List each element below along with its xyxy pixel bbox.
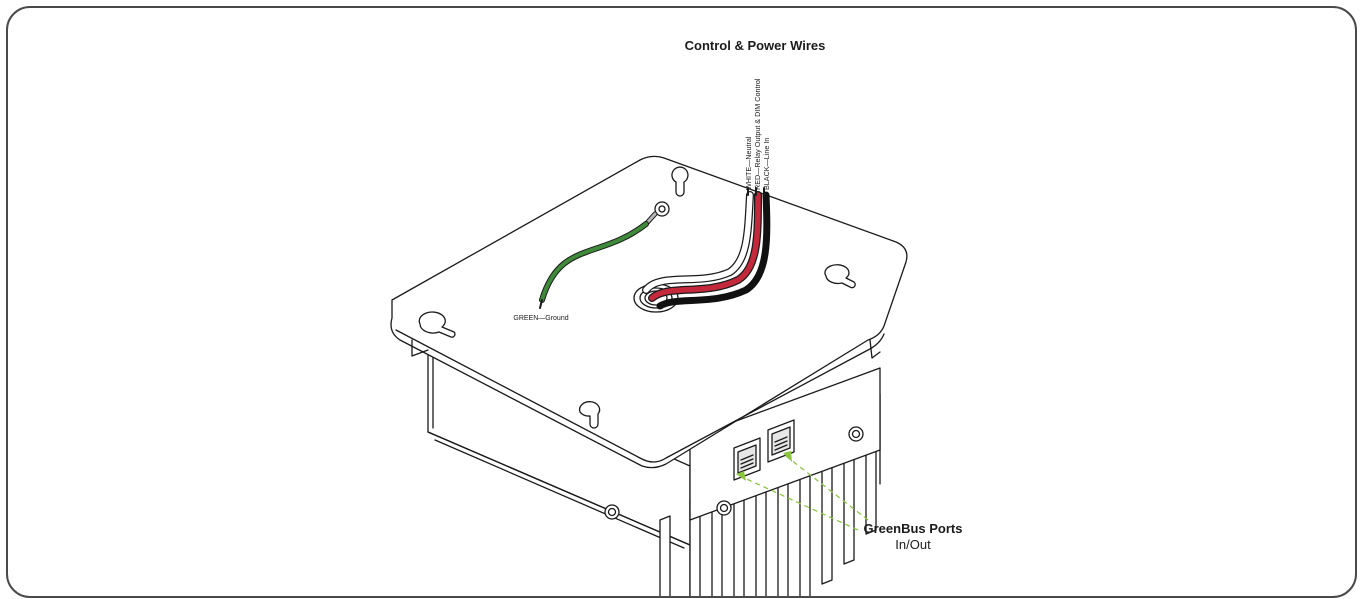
mounting-plate — [390, 155, 908, 469]
arrow-head — [736, 471, 746, 481]
diagram-frame — [6, 6, 1357, 598]
wire-label-white: WHITE—Neutral — [744, 136, 753, 190]
greenbus-ports-title: GreenBus Ports — [864, 521, 963, 536]
greenbus-ports-subtitle: In/Out — [895, 537, 931, 552]
greenbus-arrows — [739, 455, 869, 531]
keyhole-slot — [418, 311, 456, 338]
wire-label-red: RED—Relay Output & DIM Control — [753, 78, 762, 190]
greenbus-port-2 — [767, 419, 795, 463]
greenbus-port-1 — [733, 437, 761, 481]
power-wire-bundle — [642, 187, 771, 310]
keyhole-slot — [824, 264, 856, 289]
wire-labels: WHITE—Neutral RED—Relay Output & DIM Con… — [744, 78, 771, 190]
keyhole-slot — [671, 166, 689, 197]
keyhole-slot — [578, 401, 601, 429]
ground-wire-label: GREEN—Ground — [513, 315, 568, 322]
control-power-wires-title: Control & Power Wires — [685, 38, 826, 53]
ground-wire — [539, 201, 670, 309]
arrow-head — [783, 451, 792, 462]
wire-label-black: BLACK—Line In — [762, 138, 771, 190]
